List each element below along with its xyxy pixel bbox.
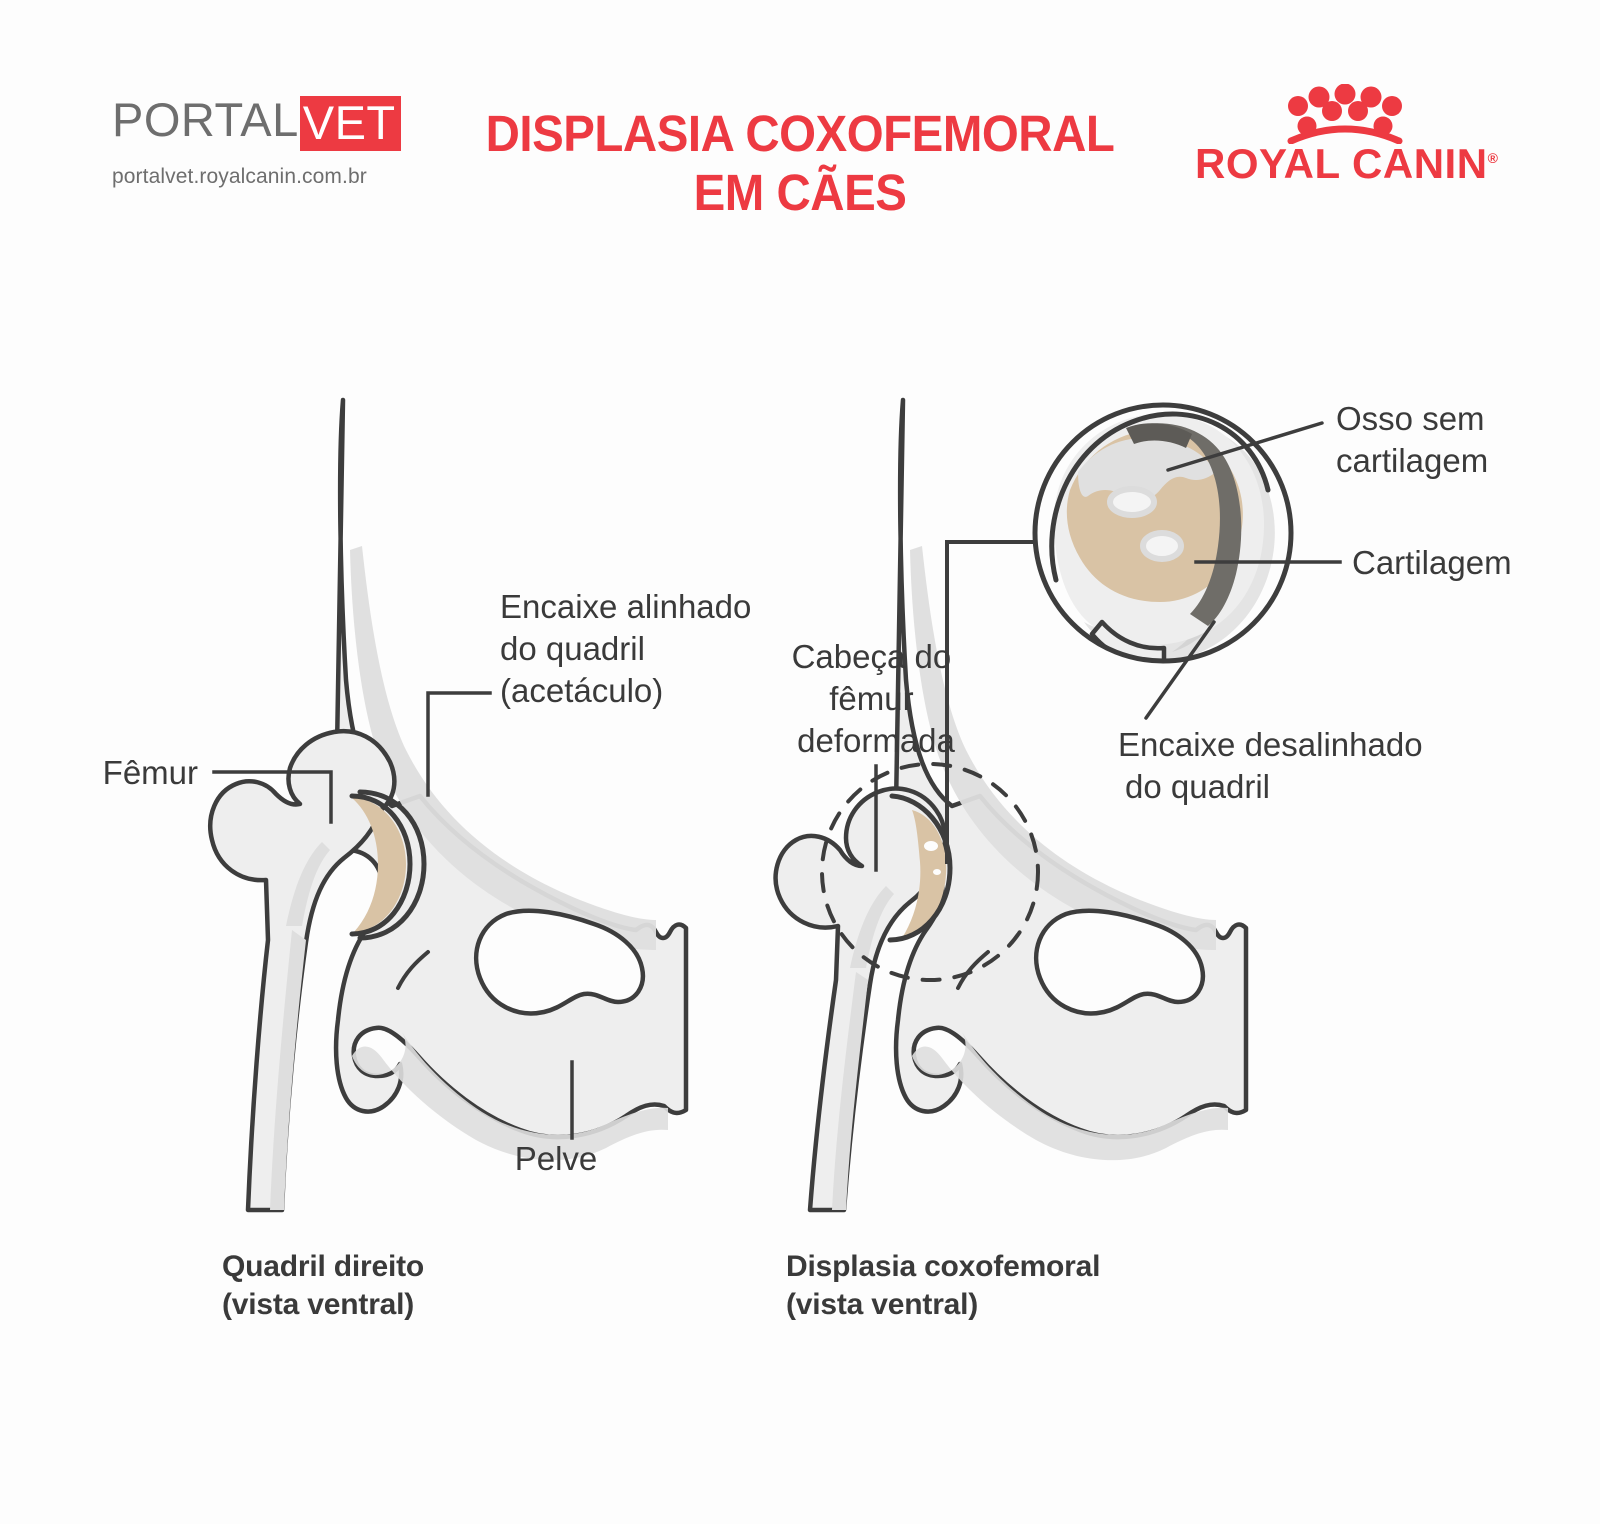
label-osso-sem-cartilagem-line2: cartilagem [1336,442,1488,479]
label-acetabulo-line2: do quadril [500,630,645,667]
magnifier-circle-border [1032,402,1294,664]
royal-canin-logo: ROYAL CANIN® [1195,83,1498,194]
label-cartilagem: Cartilagem [1352,544,1512,581]
acetabulo-leader-line [426,691,492,797]
pelvis-right [857,397,1249,1161]
femoral-head-left [349,789,427,941]
illustration-area: Fêmur Encaixe alinhado do quadril (acetá… [0,250,1600,1330]
label-femur: Fêmur [103,754,198,791]
royal-canin-wordmark: ROYAL CANIN® [1195,140,1498,188]
label-osso-sem-cartilagem: Osso sem cartilagem [1336,400,1494,479]
cartilage-highlight-1 [924,841,938,851]
obturator-foramen-right [1034,908,1206,1016]
femur-neck-shading-right [850,886,894,968]
label-cabeca-femur-line2: fêmur [829,680,913,717]
right-diagram: Cabeça do fêmur deformada Osso sem carti… [773,397,1512,1213]
inset-exposed-bone-rough [1126,423,1192,448]
caption-right-line2: (vista ventral) [786,1288,979,1322]
pelvis-shading-lower [352,1032,668,1161]
portalvet-url: portalvet.royalcanin.com.br [112,165,367,188]
label-acetabulo-line3: (acetáculo) [500,672,663,709]
inset-exposed-bone [1136,423,1242,626]
label-acetabulo-line1: Encaixe alinhado [500,588,751,625]
left-diagram: Fêmur Encaixe alinhado do quadril (acetá… [103,397,761,1213]
ischial-notch-line [396,950,430,990]
label-acetabulo: Encaixe alinhado do quadril (acetáculo) [500,588,761,709]
label-pelve: Pelve [515,1140,598,1177]
femur-leader-line [212,770,333,824]
label-cabeca-femur: Cabeça do fêmur deformada [792,638,961,759]
portalvet-logo: PORTAL VET portalvet.royalcanin.com.br [112,96,492,189]
portalvet-wordmark: PORTAL VET [112,96,492,151]
femur-left [208,728,397,1213]
magnifier-inset [1032,402,1294,664]
femoral-head-outline [349,793,413,937]
caption-right-line1: Displasia coxofemoral [786,1250,1101,1283]
femur-neck-shading [286,842,330,926]
inset-worn-spot-1 [1107,486,1157,518]
magnifier-leader-line [945,540,1050,864]
label-encaixe-desalinhado-line1: Encaixe desalinhado [1118,726,1423,763]
caption-left-diagram: Quadril direito (vista ventral) [222,1248,424,1325]
joint-space-line [357,789,427,941]
caption-left-line2: (vista ventral) [222,1288,415,1322]
ischial-notch-line-right [956,950,990,990]
inset-worn-band [1078,437,1216,501]
deformed-head-outline [887,793,953,943]
page-title-line2: EM CÃES [693,164,907,222]
pelvis-shading-right [910,546,1216,950]
label-cabeca-femur-line3: deformada [797,722,955,759]
royal-canin-text: ROYAL CANIN [1195,140,1488,187]
caption-right-diagram: Displasia coxofemoral (vista ventral) [786,1248,1100,1325]
portalvet-portal-text: PORTAL [112,93,299,146]
pelvis-shading [350,546,656,950]
caption-left-line1: Quadril direito [222,1250,425,1283]
femur-shading-right [832,972,868,1210]
label-encaixe-desalinhado-line2: do quadril [1125,768,1270,805]
label-encaixe-desalinhado: Encaixe desalinhado do quadril [1118,726,1432,805]
portalvet-vet-badge: VET [299,96,401,151]
cartilage-highlight-2 [933,869,941,875]
pelvis-shading-lower-right [912,1032,1228,1161]
encaixe-desalinhado-leader-line [1144,620,1216,720]
left-labels: Fêmur Encaixe alinhado do quadril (acetá… [103,588,761,1177]
inset-head-arc [1049,411,1271,583]
femoral-head-cartilage [352,798,406,932]
page-title-line1: DISPLASIA COXOFEMORAL [485,105,1115,162]
femur-shading [270,930,306,1210]
page-title: DISPLASIA COXOFEMORAL EM CÃES [456,104,1144,222]
right-labels: Cabeça do fêmur deformada Osso sem carti… [792,400,1512,872]
femur-right [773,786,948,1213]
osso-sem-cartilagem-leader-line [1166,421,1324,472]
inset-worn-spot-2 [1140,530,1184,562]
obturator-foramen [474,908,646,1016]
royal-canin-crown-icon [1287,83,1403,145]
header: PORTAL VET portalvet.royalcanin.com.br D… [0,0,1600,260]
femoral-head-right-deformed [887,793,953,943]
label-osso-sem-cartilagem-line1: Osso sem [1336,400,1485,437]
label-cabeca-femur-line1: Cabeça do [792,638,952,675]
royal-canin-registered-mark: ® [1487,150,1499,166]
focus-dashed-circle [820,762,1040,982]
pelvis-left [297,397,689,1161]
